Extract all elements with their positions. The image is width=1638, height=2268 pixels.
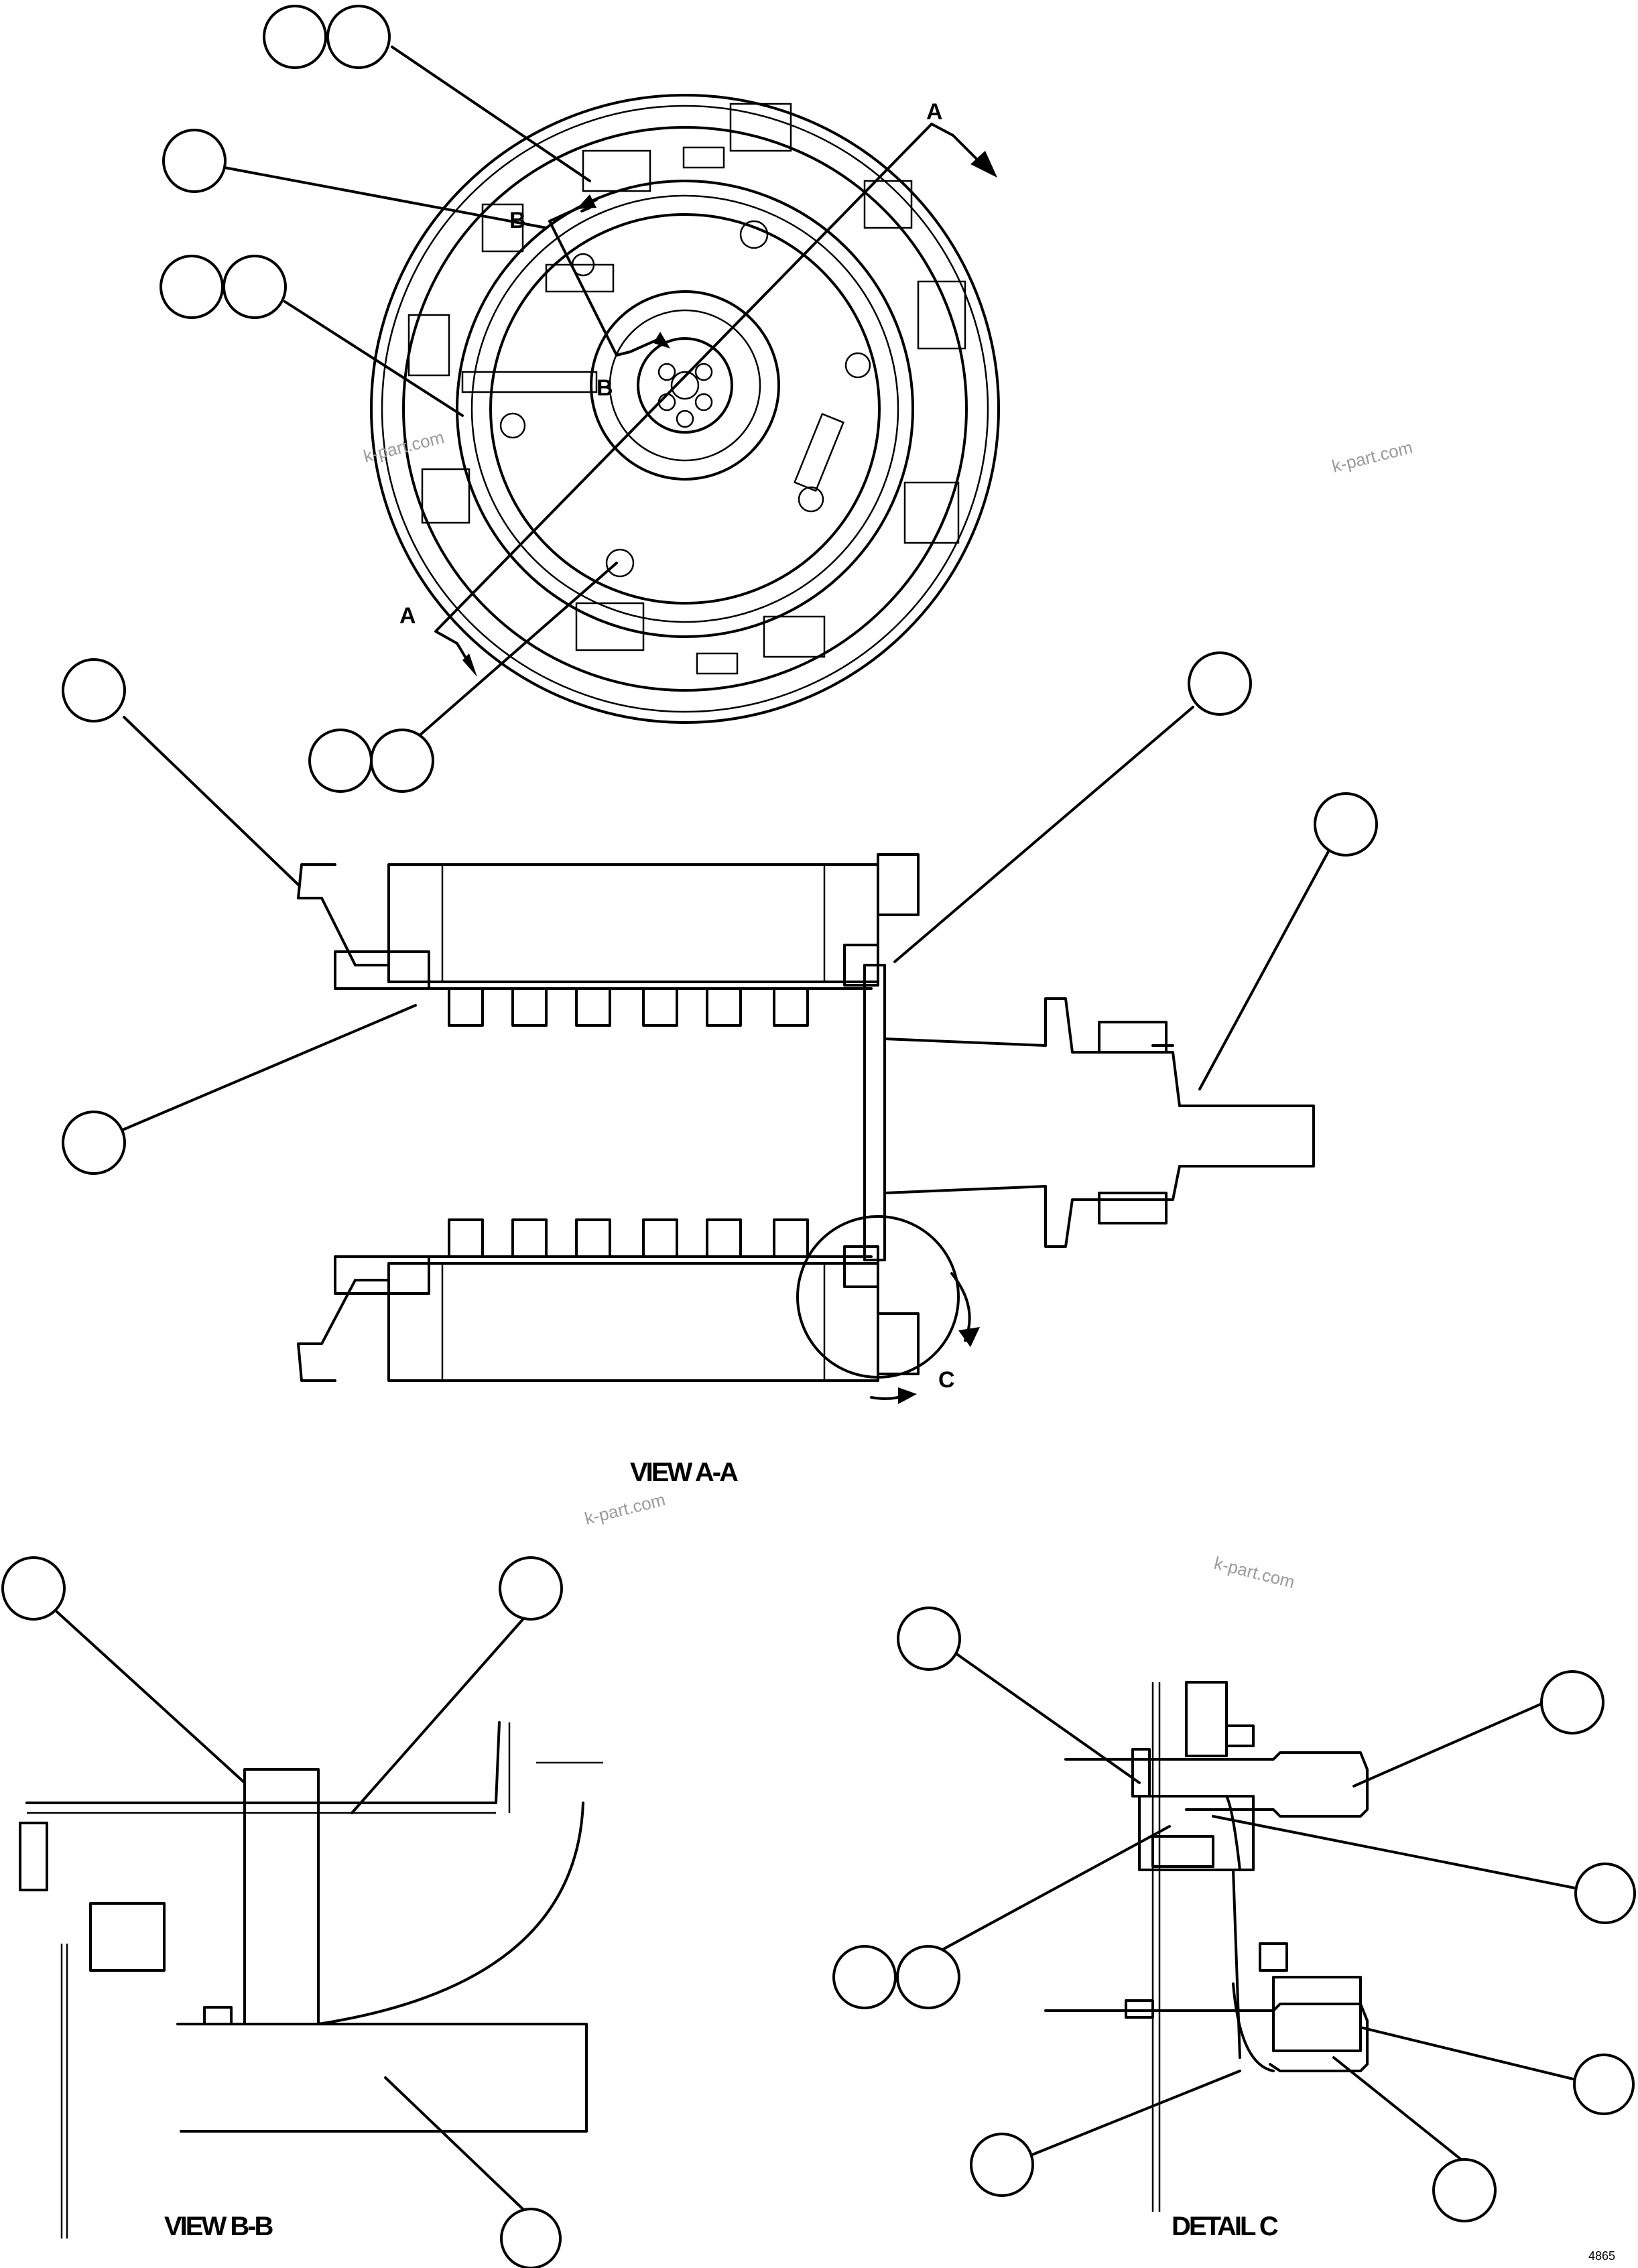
callout-bubble xyxy=(1188,651,1252,716)
view-a-a: C VIEW A-A xyxy=(123,706,1332,1487)
watermark: k-part.com xyxy=(582,1489,667,1529)
callout-bubble xyxy=(897,1606,961,1671)
callout-bubble xyxy=(832,1945,897,2009)
detail-c-title: DETAIL C xyxy=(1172,2212,1278,2241)
watermark: k-part.com xyxy=(1330,437,1414,477)
view-b-b: VIEW B-B xyxy=(19,1611,603,2241)
watermark: k-part.com xyxy=(1212,1553,1297,1592)
callout-bubble xyxy=(896,1945,960,2009)
callout-bubble xyxy=(326,5,391,69)
callout-bubble xyxy=(1574,1863,1636,1924)
callout-bubble xyxy=(308,729,373,793)
callout-bubble xyxy=(1540,1670,1604,1735)
front-view: A A B B xyxy=(223,46,1000,752)
callout-bubble xyxy=(160,255,224,319)
callouts xyxy=(1,5,1636,2268)
callout-bubble xyxy=(223,255,287,319)
callout-bubble xyxy=(1,1556,66,1621)
callout-bubble xyxy=(500,2208,562,2268)
callout-bubble xyxy=(1314,792,1378,857)
callout-bubble xyxy=(263,5,327,69)
callout-bubble xyxy=(970,2133,1034,2197)
callout-bubble xyxy=(499,1556,563,1621)
detail-c: DETAIL C xyxy=(934,1637,1603,2241)
section-label-a-top: A xyxy=(926,99,943,125)
callout-bubble xyxy=(62,1111,126,1175)
detail-label-c: C xyxy=(938,1367,955,1393)
callout-bubble xyxy=(162,129,227,193)
callout-bubble xyxy=(370,729,434,793)
callout-bubble xyxy=(1432,2158,1497,2222)
callout-bubble xyxy=(62,658,126,722)
view-aa-title: VIEW A-A xyxy=(630,1458,738,1487)
view-bb-title: VIEW B-B xyxy=(164,2212,273,2241)
section-label-b-bottom: B xyxy=(596,375,613,401)
callout-bubble xyxy=(1573,2054,1635,2115)
drawing-code: 4865 xyxy=(1588,2249,1615,2263)
section-label-a-bottom: A xyxy=(399,603,416,629)
